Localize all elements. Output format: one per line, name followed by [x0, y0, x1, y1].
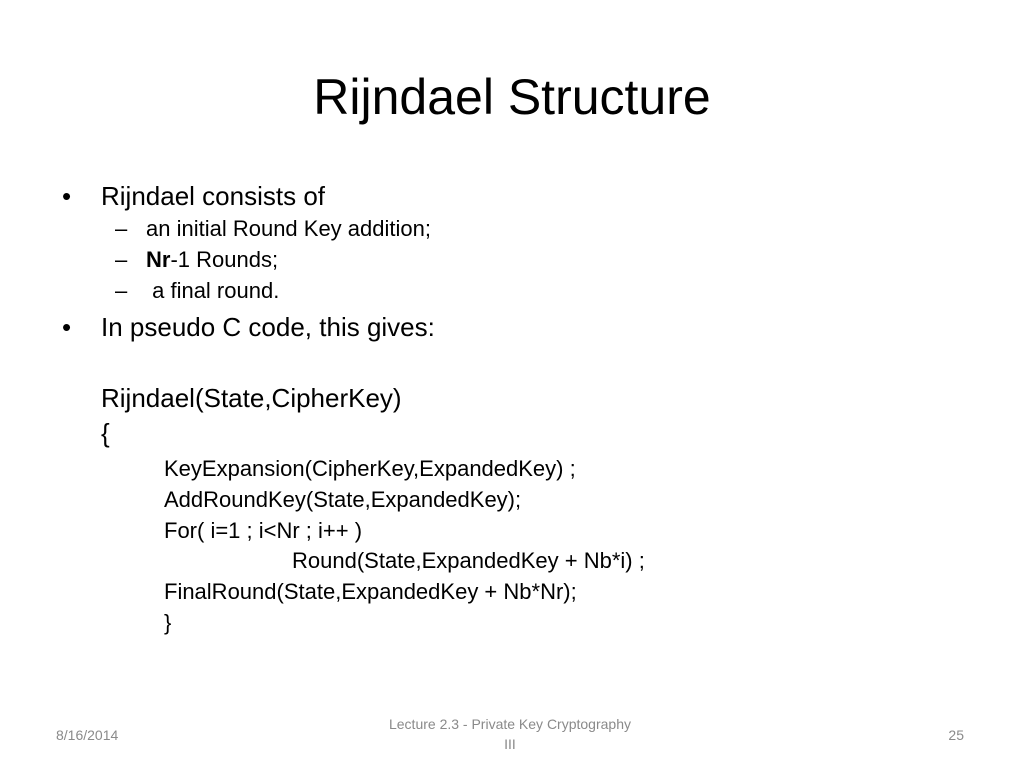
code-line-open-brace: { [101, 418, 110, 448]
footer-lecture-line-2: III [504, 736, 516, 752]
footer-lecture-title: Lecture 2.3 - Private Key Cryptography I… [340, 714, 680, 754]
nr-bold-text: Nr [146, 247, 171, 272]
code-line-close-brace: } [164, 610, 172, 635]
bullet-consists-of: Rijndael consists of [101, 181, 325, 211]
bullet-pseudo-code: In pseudo C code, this gives: [101, 312, 435, 342]
footer-lecture-line-1: Lecture 2.3 - Private Key Cryptography [388, 716, 631, 732]
sub-rounds: Nr-1 Rounds; [146, 246, 278, 274]
sub-initial-round-key: an initial Round Key addition; [146, 216, 431, 241]
rounds-text: -1 Rounds; [170, 247, 279, 272]
code-line-key-expansion: KeyExpansion(CipherKey,ExpandedKey) ; [164, 456, 576, 481]
code-line-for-loop: For( i=1 ; i<Nr ; i++ ) [164, 518, 363, 543]
dash-marker-1: – [115, 216, 128, 241]
dash-marker-2: – [115, 247, 128, 272]
footer-date: 8/16/2014 [56, 727, 119, 743]
code-line-add-round-key: AddRoundKey(State,ExpandedKey); [164, 487, 522, 512]
slide-title: Rijndael Structure [313, 69, 711, 125]
sub-final-round: a final round. [146, 278, 280, 303]
footer-page-number: 25 [948, 727, 964, 743]
code-line-round: Round(State,ExpandedKey + Nb*i) ; [292, 548, 645, 573]
bullet-marker-2: • [62, 312, 72, 342]
code-line-signature: Rijndael(State,CipherKey) [101, 383, 402, 413]
dash-marker-3: – [115, 278, 128, 303]
bullet-marker-1: • [62, 181, 72, 211]
code-line-final-round: FinalRound(State,ExpandedKey + Nb*Nr); [164, 579, 577, 604]
